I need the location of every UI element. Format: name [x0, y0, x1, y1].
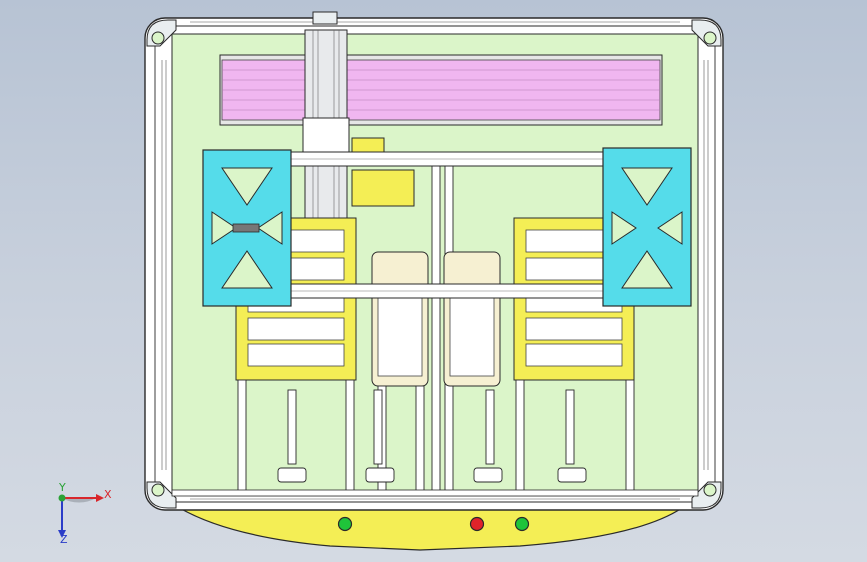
triad-z-label: Z [60, 533, 68, 546]
control-tray [168, 501, 692, 551]
coordinate-triad: X Y Z [58, 481, 112, 546]
sensor-tag [351, 137, 385, 153]
bracket-right [602, 147, 692, 307]
start-button-green[interactable] [337, 516, 353, 532]
bracket-left [202, 149, 292, 307]
triad-x-arrow [96, 494, 104, 502]
corner-brackets [146, 19, 722, 509]
triad-y-label: Y [58, 481, 66, 494]
top-connector [312, 11, 338, 25]
pushers [277, 389, 587, 483]
gantry-carriage [302, 117, 350, 155]
triad-z-arrow [58, 530, 66, 538]
bottom-rail [171, 489, 699, 497]
linear-module-stripes [222, 69, 660, 111]
outer-frame-inner [154, 25, 716, 503]
sensor-block [351, 169, 415, 207]
triad-shadow [62, 498, 96, 503]
stop-button-red[interactable] [469, 516, 485, 532]
triad-y-dot [58, 494, 66, 502]
start-button-green-2[interactable] [514, 516, 530, 532]
triad-x-label: X [104, 488, 112, 501]
